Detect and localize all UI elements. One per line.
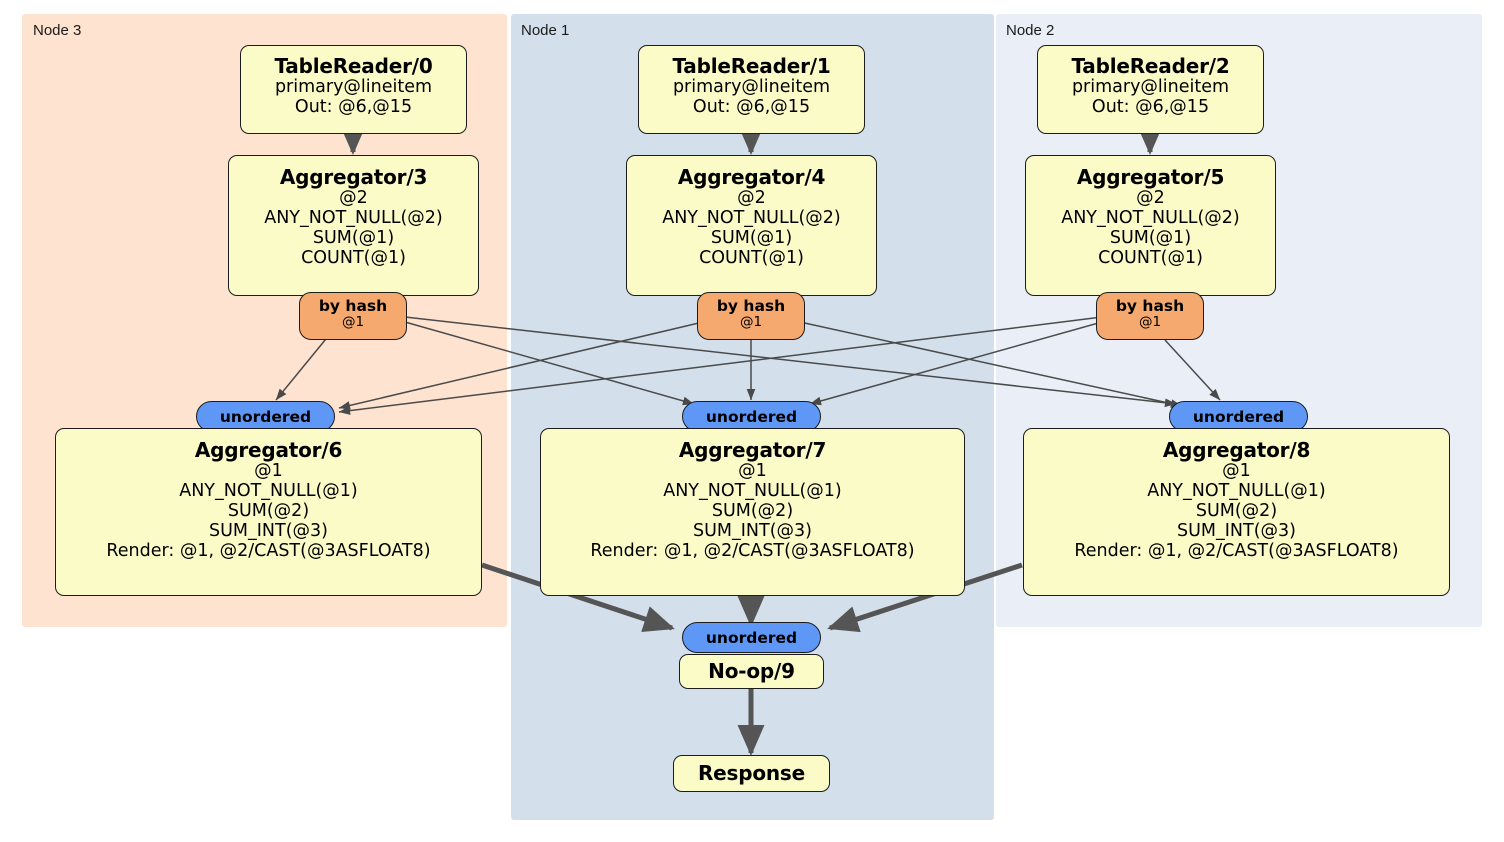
node-title: Response [697,761,806,786]
edge-hashC-unorderedR [799,321,1183,408]
node-response[interactable]: Response [673,755,830,792]
node-line: @2 [1136,187,1165,208]
router-line: @1 [739,314,763,331]
router-by-hash-center[interactable]: by hash @1 [697,292,805,340]
node-line: SUM(@1) [710,227,793,248]
edge-hashR-unorderedR [1164,339,1221,401]
panel-label-node3: Node 3 [33,22,82,39]
stream-unordered-left[interactable]: unordered [196,401,335,432]
stream-unordered-center[interactable]: unordered [682,401,821,432]
node-line: primary@lineitem [1071,76,1230,97]
node-title: TableReader/0 [274,54,433,78]
stream-unordered-final[interactable]: unordered [682,622,821,653]
node-line: SUM(@1) [312,227,395,248]
edge-hashL-unorderedL [275,333,331,401]
node-line: Out: @6,@15 [1091,96,1210,117]
node-tablereader-1[interactable]: TableReader/1 primary@lineitem Out: @6,@… [638,45,865,134]
node-line: ANY_NOT_NULL(@1) [663,480,842,501]
node-line: COUNT(@1) [699,247,804,268]
node-title: Aggregator/8 [1162,438,1311,462]
node-aggregator-5[interactable]: Aggregator/5 @2 ANY_NOT_NULL(@2) SUM(@1)… [1025,155,1276,296]
node-line: @2 [339,187,368,208]
edge-hashL-unorderedR [404,316,1177,408]
node-line: ANY_NOT_NULL(@2) [662,207,841,228]
router-title: by hash [1115,297,1185,315]
node-line: SUM(@2) [227,500,310,521]
router-line: @1 [1138,314,1162,331]
node-line: SUM_INT(@3) [693,520,812,541]
node-title: Aggregator/7 [678,438,827,462]
node-line: SUM_INT(@3) [1177,520,1296,541]
node-line: SUM_INT(@3) [209,520,328,541]
node-title: Aggregator/3 [279,165,428,189]
stream-label: unordered [705,407,798,426]
node-line: primary@lineitem [672,76,831,97]
node-line: Render: @1, @2/CAST(@3ASFLOAT8) [106,540,431,561]
node-line: COUNT(@1) [301,247,406,268]
node-line: SUM(@1) [1109,227,1192,248]
edge-aggregator-to-final-group [481,562,1023,633]
node-line: Out: @6,@15 [294,96,413,117]
node-line: @1 [1222,460,1251,481]
router-title: by hash [318,297,388,315]
router-by-hash-right[interactable]: by hash @1 [1096,292,1204,340]
edge-hashR-unorderedC [809,321,1103,406]
node-title: Aggregator/6 [194,438,343,462]
node-aggregator-4[interactable]: Aggregator/4 @2 ANY_NOT_NULL(@2) SUM(@1)… [626,155,877,296]
node-line: COUNT(@1) [1098,247,1203,268]
node-line: Render: @1, @2/CAST(@3ASFLOAT8) [590,540,915,561]
node-line: ANY_NOT_NULL(@2) [1061,207,1240,228]
edge-hashC-unorderedL [338,321,704,410]
node-line: SUM(@2) [711,500,794,521]
node-line: ANY_NOT_NULL(@1) [179,480,358,501]
edge-hashR-unorderedL [338,316,1103,415]
stream-label: unordered [1192,407,1285,426]
panel-label-node1: Node 1 [521,22,570,39]
panel-label-node2: Node 2 [1006,22,1055,39]
node-title: Aggregator/4 [677,165,826,189]
node-aggregator-8[interactable]: Aggregator/8 @1 ANY_NOT_NULL(@1) SUM(@2)… [1023,428,1450,596]
node-aggregator-7[interactable]: Aggregator/7 @1 ANY_NOT_NULL(@1) SUM(@2)… [540,428,965,596]
node-line: Out: @6,@15 [692,96,811,117]
router-by-hash-left[interactable]: by hash @1 [299,292,407,340]
stream-label: unordered [705,628,798,647]
node-line: primary@lineitem [274,76,433,97]
node-no-op-9[interactable]: No-op/9 [679,654,824,689]
node-line: @2 [737,187,766,208]
router-line: @1 [341,314,365,331]
node-line: ANY_NOT_NULL(@2) [264,207,443,228]
node-line: @1 [254,460,283,481]
node-tablereader-0[interactable]: TableReader/0 primary@lineitem Out: @6,@… [240,45,467,134]
node-title: TableReader/1 [672,54,831,78]
node-line: @1 [738,460,767,481]
node-line: Render: @1, @2/CAST(@3ASFLOAT8) [1074,540,1399,561]
node-title: Aggregator/5 [1076,165,1225,189]
stream-label: unordered [219,407,312,426]
router-title: by hash [716,297,786,315]
node-tablereader-2[interactable]: TableReader/2 primary@lineitem Out: @6,@… [1037,45,1264,134]
node-title: TableReader/2 [1071,54,1230,78]
node-aggregator-3[interactable]: Aggregator/3 @2 ANY_NOT_NULL(@2) SUM(@1)… [228,155,479,296]
node-aggregator-6[interactable]: Aggregator/6 @1 ANY_NOT_NULL(@1) SUM(@2)… [55,428,482,596]
edge-hashL-unorderedC [404,321,695,406]
edge-tablereader-to-aggregator-group [339,124,1164,156]
edge-agg6-final [481,562,675,633]
node-line: ANY_NOT_NULL(@1) [1147,480,1326,501]
edge-byhash-mesh [275,316,1221,415]
node-title: No-op/9 [708,659,795,684]
edge-agg8-final [827,562,1023,633]
node-line: SUM(@2) [1195,500,1278,521]
